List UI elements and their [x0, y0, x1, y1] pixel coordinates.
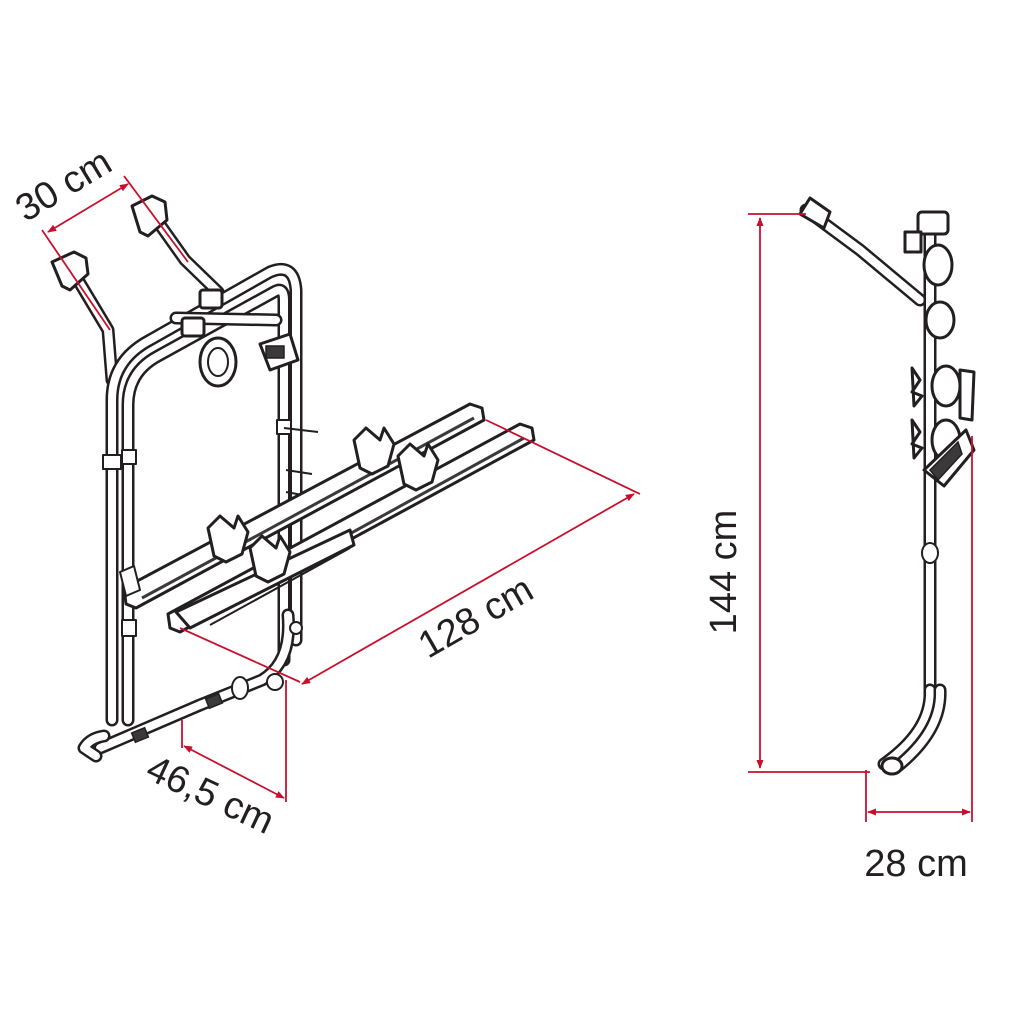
frame-clamp	[180, 288, 319, 497]
length-extension-top	[485, 419, 641, 495]
depth-dimension	[183, 745, 285, 799]
length-dimension	[301, 493, 635, 685]
width-top-label: 30 cm	[9, 141, 119, 230]
carrier-side-view	[798, 196, 976, 776]
carrier-perspective-view	[50, 194, 536, 763]
dimension-labels: 30 cm 128 cm 46,5 cm 144 cm 28 cm	[9, 141, 968, 885]
side-clamp-assembly	[903, 210, 976, 488]
depth-label: 46,5 cm	[140, 748, 280, 843]
height-label: 144 cm	[703, 510, 745, 635]
length-label: 128 cm	[412, 568, 541, 667]
length-extension-bottom	[179, 627, 301, 683]
side-depth-label: 28 cm	[864, 843, 967, 885]
dimension-lines	[41, 175, 973, 822]
width-top-extension-left	[41, 229, 111, 331]
bottom-support-arm	[77, 608, 303, 763]
width-top-extension-right	[123, 175, 189, 263]
wheel-cradles	[119, 426, 440, 597]
width-top-dimension	[47, 183, 129, 233]
side-hook-arm	[798, 196, 927, 307]
